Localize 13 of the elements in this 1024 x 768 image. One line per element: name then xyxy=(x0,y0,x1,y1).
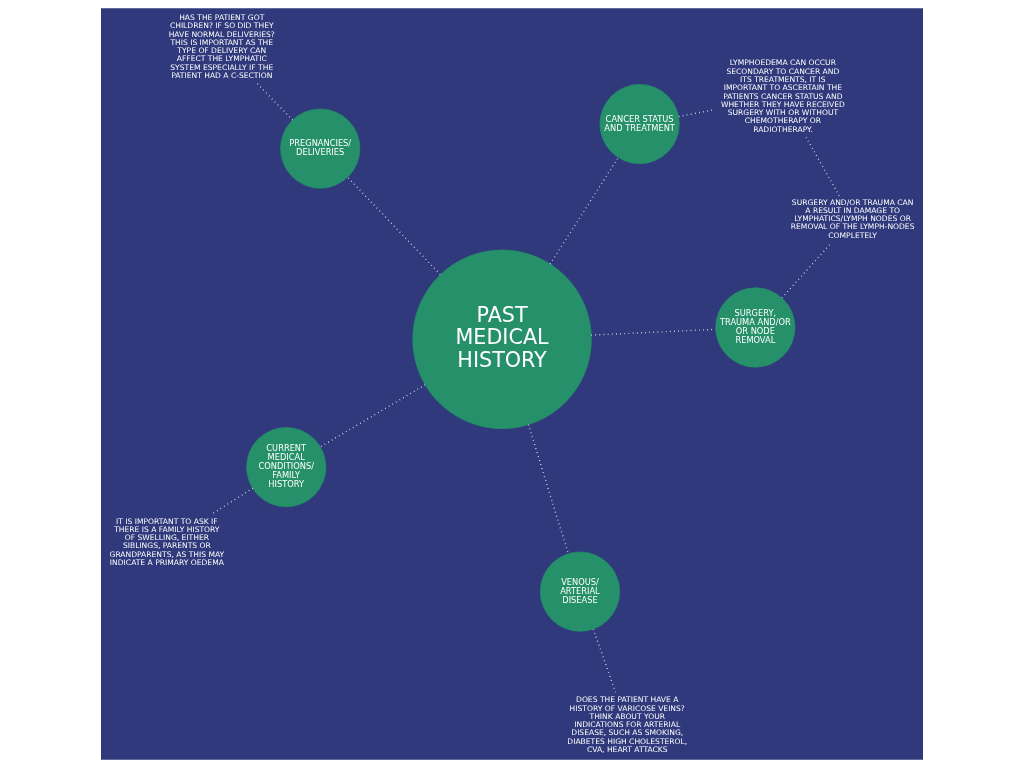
connector xyxy=(781,242,833,299)
node-circle: PREGNANCIES/ DELIVERIES xyxy=(280,108,361,189)
node-circle: VENOUS/ ARTERIAL DISEASE xyxy=(539,551,620,632)
connector xyxy=(255,82,294,121)
node-circle: SURGERY, TRAUMA AND/OR OR NODE REMOVAL xyxy=(715,287,796,368)
connector xyxy=(805,136,840,197)
connector xyxy=(319,384,426,448)
connector xyxy=(590,328,717,336)
node-circle: CANCER STATUS AND TREATMENT xyxy=(599,84,680,165)
connector xyxy=(347,176,441,276)
node-circle: PAST MEDICAL HISTORY xyxy=(412,249,592,429)
node-circle: CURRENT MEDICAL CONDITIONS/ FAMILY HISTORY xyxy=(246,427,327,508)
connector xyxy=(549,157,619,265)
